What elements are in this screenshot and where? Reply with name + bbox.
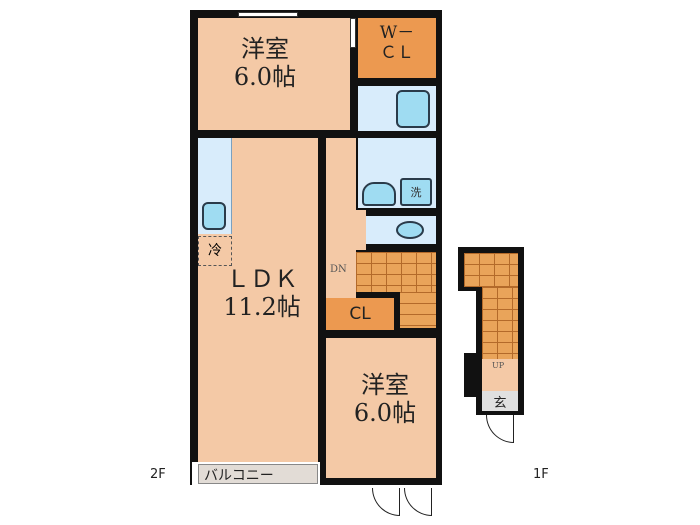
hallway-lower bbox=[326, 210, 366, 250]
floor-plan-1f: UP 玄 bbox=[458, 247, 524, 415]
bedroom-top-name: 洋室 bbox=[241, 35, 289, 63]
kitchen-sink-icon bbox=[202, 202, 226, 230]
window-bedroom-top bbox=[238, 12, 298, 17]
walk-in-closet-line2: ＣＬ bbox=[380, 42, 414, 63]
washer-label: 洗 bbox=[410, 186, 422, 199]
ldk-label: ＬＤＫ 11.2帖 bbox=[206, 265, 318, 321]
stairs-1f bbox=[482, 287, 518, 359]
closet-door[interactable] bbox=[350, 18, 356, 48]
bedroom-top-size: 6.0帖 bbox=[233, 62, 297, 91]
walk-in-closet-line1: W－ bbox=[379, 23, 415, 43]
closet bbox=[326, 298, 394, 330]
balcony-floor bbox=[198, 464, 318, 484]
toilet-icon bbox=[396, 221, 424, 239]
stairs-2f-lower bbox=[400, 292, 436, 328]
door-bottom-right[interactable] bbox=[404, 488, 432, 516]
bedroom-top bbox=[198, 18, 350, 130]
fridge-space: 冷 bbox=[198, 236, 232, 266]
floor-label-1f: 1F bbox=[533, 467, 549, 482]
bedroom-bottom bbox=[326, 338, 436, 478]
stairs-2f bbox=[356, 252, 436, 292]
stairs-1f-top bbox=[464, 253, 518, 287]
entrance-door[interactable] bbox=[486, 415, 514, 443]
closet-label: CL bbox=[349, 304, 371, 324]
sink-icon bbox=[362, 182, 396, 206]
outer-wall-1f-notch bbox=[464, 353, 484, 397]
floor-label-2f: 2F bbox=[150, 467, 166, 482]
stairs-up-label: UP bbox=[492, 361, 505, 370]
ldk-name: ＬＤＫ bbox=[226, 265, 298, 293]
walk-in-closet-label: W－ ＣＬ bbox=[358, 23, 436, 63]
bedroom-bottom-name: 洋室 bbox=[361, 371, 409, 399]
balcony-label: バルコニー bbox=[204, 468, 274, 484]
washer-icon: 洗 bbox=[400, 178, 432, 206]
bedroom-top-label: 洋室 6.0帖 bbox=[210, 35, 320, 91]
door-bottom-left[interactable] bbox=[372, 488, 400, 516]
bedroom-bottom-label: 洋室 6.0帖 bbox=[340, 371, 430, 427]
bedroom-bottom-size: 6.0帖 bbox=[353, 398, 417, 427]
floor-plan-2f: 洋室 6.0帖 W－ ＣＬ 洗 DN 冷 ＬＤＫ 11.2帖 CL 洋室 6.0 bbox=[190, 10, 442, 488]
fridge-label: 冷 bbox=[208, 243, 222, 259]
stairs-landing bbox=[482, 359, 518, 391]
ldk-size: 11.2帖 bbox=[223, 292, 301, 321]
entrance-label: 玄 bbox=[493, 396, 507, 411]
stairs-down-label: DN bbox=[330, 264, 347, 275]
bathtub-icon bbox=[396, 90, 430, 128]
entrance bbox=[482, 391, 518, 411]
walk-in-closet bbox=[358, 18, 436, 78]
